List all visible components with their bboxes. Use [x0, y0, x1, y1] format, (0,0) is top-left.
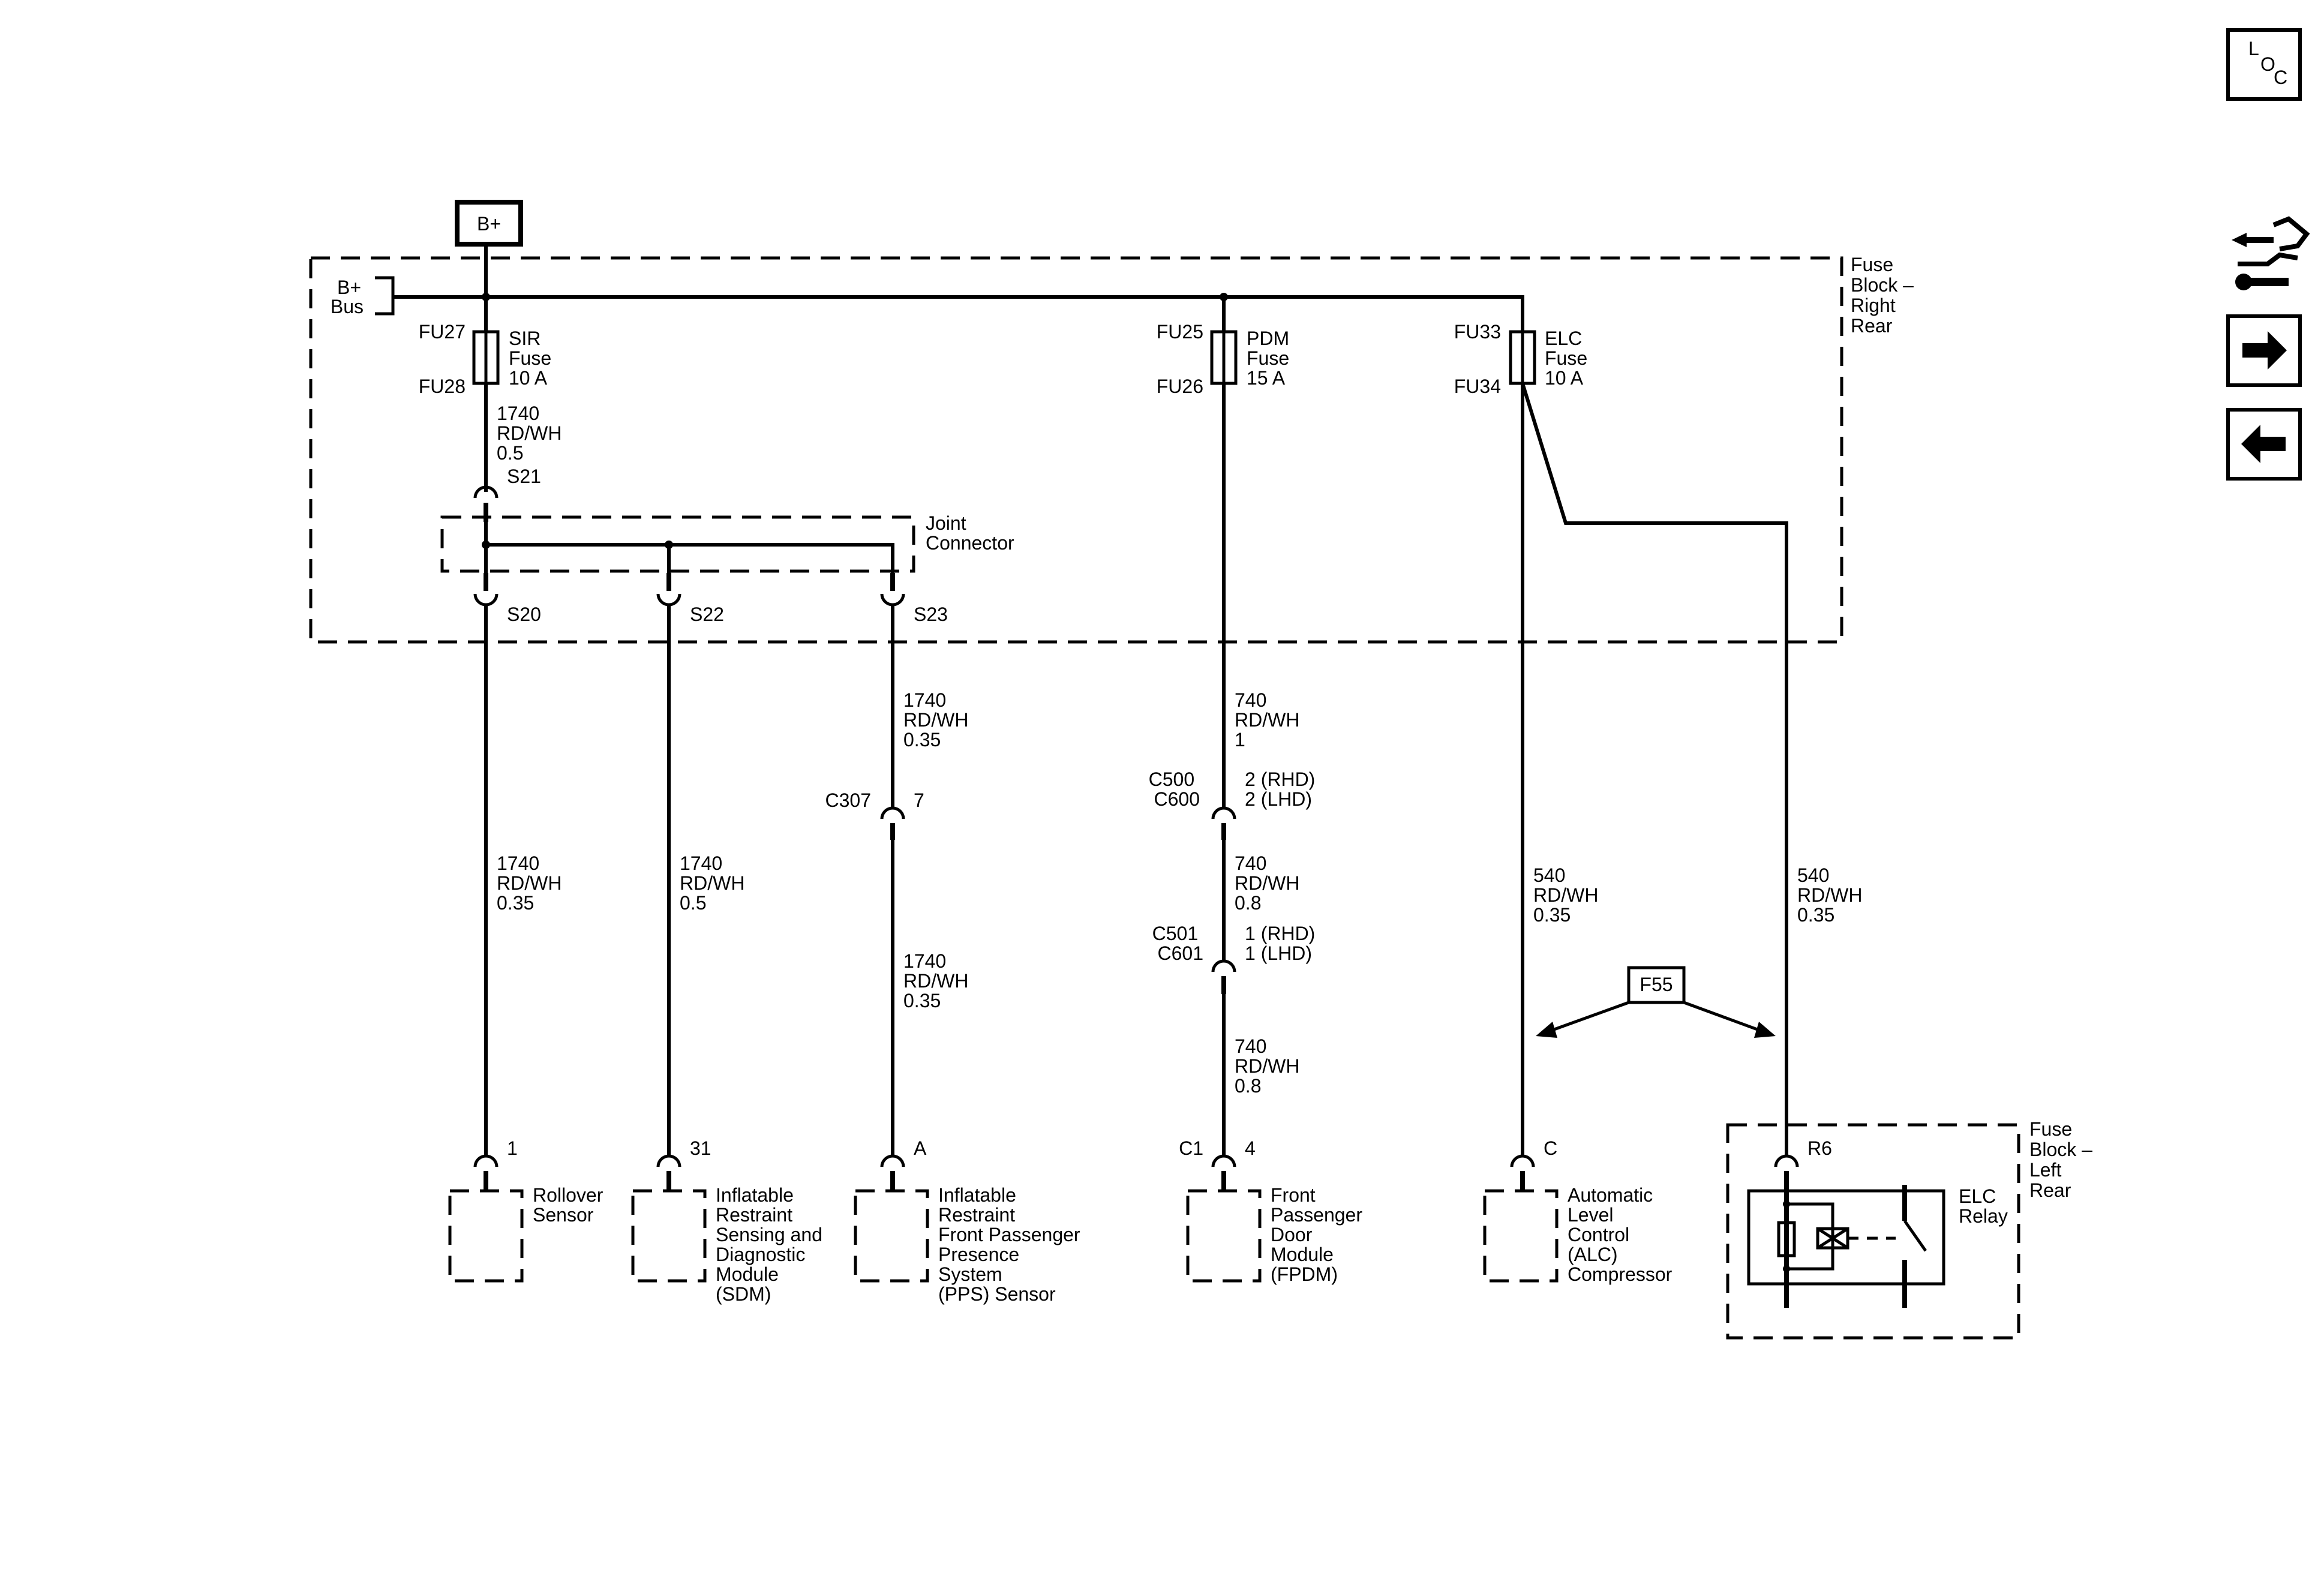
- b-plus-bus-label: B+: [337, 277, 361, 298]
- c501-pin-label: 1 (RHD) 1 (LHD): [1245, 923, 1320, 964]
- elc-fuse-id-top: FU33: [1454, 321, 1501, 343]
- joint-junction-left: [482, 541, 490, 549]
- sdm-box: [631, 1189, 707, 1283]
- c307-label: C307: [825, 789, 872, 811]
- alc-pin-label: C: [1544, 1137, 1557, 1159]
- previous-page-button[interactable]: [2226, 408, 2302, 481]
- elc-relay-label: ELC Relay: [1959, 1185, 2008, 1227]
- b-plus-bus-label-2: Bus: [331, 296, 364, 317]
- svg-text:O: O: [2260, 53, 2275, 75]
- c500-pin-label: 2 (RHD) 2 (LHD): [1245, 769, 1320, 810]
- relay-wire: [1521, 383, 1788, 1155]
- sdm-pin-label: 31: [690, 1137, 711, 1159]
- fpdm-label: Front Passenger Door Module (FPDM): [1271, 1184, 1368, 1285]
- next-page-button[interactable]: [2226, 314, 2302, 387]
- pdm-fuse-id-bottom: FU26: [1157, 376, 1203, 397]
- sir-out-wire-label: 1740 RD/WH 0.5: [497, 403, 567, 464]
- c307-connector: [880, 806, 905, 819]
- rollover-pin-connector: [473, 1154, 499, 1191]
- pps-pin-connector: [880, 1154, 905, 1191]
- alc-pin-connector: [1510, 1154, 1535, 1191]
- fuse-block-right-label: Fuse Block – Right Rear: [1851, 254, 1919, 337]
- fuse-block-left-boundary: [1726, 1123, 2020, 1340]
- c501-label: C501 C601: [1152, 923, 1203, 964]
- joint-connector-label: Joint Connector: [926, 512, 1014, 554]
- s21-connector: [473, 485, 499, 499]
- connector-wrench-icon[interactable]: [2232, 216, 2310, 290]
- s23-connector: [880, 593, 905, 607]
- c500-label: C500 C600: [1149, 769, 1200, 810]
- next-page-icon: [2242, 331, 2287, 370]
- fpdm-pin-connector: [1211, 1154, 1236, 1191]
- joint-connector-boundary: [440, 515, 915, 573]
- relay-pin-connector: [1774, 1154, 1799, 1191]
- b-plus-label: B+: [477, 213, 501, 235]
- sdm-wire-label: 1740 RD/WH 0.5: [680, 852, 750, 914]
- rollover-pin-label: 1: [507, 1137, 518, 1159]
- pdm-wire-3-label: 740 RD/WH 0.8: [1235, 1035, 1305, 1097]
- pdm-fuse-id-top: FU25: [1157, 321, 1203, 343]
- pps-upper-wire-label: 1740 RD/WH 0.35: [903, 689, 974, 751]
- s22-connector: [656, 593, 681, 607]
- rollover-sensor-label: Rollover Sensor: [533, 1184, 608, 1226]
- s22-label: S22: [690, 604, 724, 625]
- pdm-wire-2-label: 740 RD/WH 0.8: [1235, 852, 1305, 914]
- pps-pin-label: A: [914, 1137, 927, 1159]
- previous-page-icon: [2241, 425, 2286, 463]
- pdm-wire-1-label: 740 RD/WH 1: [1235, 689, 1305, 751]
- elc-relay-internals: [1777, 1185, 1927, 1308]
- elc-fuse-label: ELC Fuse 10 A: [1545, 328, 1593, 389]
- f55-arrow-right-line: [1683, 1001, 1761, 1032]
- component-locator-button[interactable]: L O C: [2226, 28, 2302, 101]
- fuse-block-right-boundary: [309, 256, 1843, 644]
- c500-connector: [1211, 806, 1236, 819]
- f55-arrow-right-head: [1754, 1022, 1776, 1038]
- c307-pin-label: 7: [914, 789, 924, 811]
- pdm-fuse-label: PDM Fuse 15 A: [1247, 328, 1295, 389]
- sdm-pin-connector: [656, 1154, 681, 1191]
- alc-compressor-label: Automatic Level Control (ALC) Compressor: [1568, 1184, 1673, 1285]
- relay-wire-label: 540 RD/WH 0.35: [1797, 864, 1867, 926]
- svg-text:C: C: [2274, 67, 2287, 88]
- b-plus-source-box: [455, 200, 523, 247]
- f55-badge-label: F55: [1640, 974, 1673, 995]
- s20-label: S20: [507, 604, 541, 625]
- pps-sensor-box: [854, 1189, 929, 1283]
- fpdm-connector-label: C1: [1179, 1137, 1203, 1159]
- f55-arrow-left-line: [1550, 1001, 1629, 1032]
- pps-lower-wire-label: 1740 RD/WH 0.35: [903, 950, 974, 1011]
- rollover-wire-label: 1740 RD/WH 0.35: [497, 852, 567, 914]
- f55-arrow-left-head: [1536, 1022, 1557, 1038]
- fpdm-pin-label: 4: [1245, 1137, 1256, 1159]
- rollover-sensor-box: [448, 1189, 524, 1283]
- b-plus-bus-bracket: [375, 276, 395, 316]
- sdm-label: Inflatable Restraint Sensing and Diagnos…: [716, 1184, 828, 1305]
- s23-label: S23: [914, 604, 948, 625]
- sir-fuse-id-bottom: FU28: [419, 376, 466, 397]
- s21-label: S21: [507, 466, 541, 487]
- elc-relay-box: [1747, 1189, 1945, 1286]
- c501-connector: [1211, 959, 1236, 972]
- sir-fuse-id-top: FU27: [419, 321, 466, 343]
- svg-text:L: L: [2248, 38, 2259, 59]
- fpdm-box: [1186, 1189, 1262, 1283]
- f55-badge-box: [1627, 966, 1686, 1004]
- alc-compressor-box: [1483, 1189, 1559, 1283]
- fuse-block-left-label: Fuse Block – Left Rear: [2029, 1118, 2098, 1201]
- alc-wire-label: 540 RD/WH 0.35: [1533, 864, 1604, 926]
- joint-bus-bar: [486, 543, 894, 573]
- s20-connector: [473, 593, 499, 607]
- elc-fuse-id-bottom: FU34: [1454, 376, 1501, 397]
- pps-sensor-label: Inflatable Restraint Front Passenger Pre…: [938, 1184, 1085, 1305]
- relay-pin-label: R6: [1807, 1137, 1832, 1159]
- joint-junction-middle: [665, 541, 673, 549]
- sir-fuse-label: SIR Fuse 10 A: [509, 328, 557, 389]
- bus-to-elc: [1224, 295, 1524, 332]
